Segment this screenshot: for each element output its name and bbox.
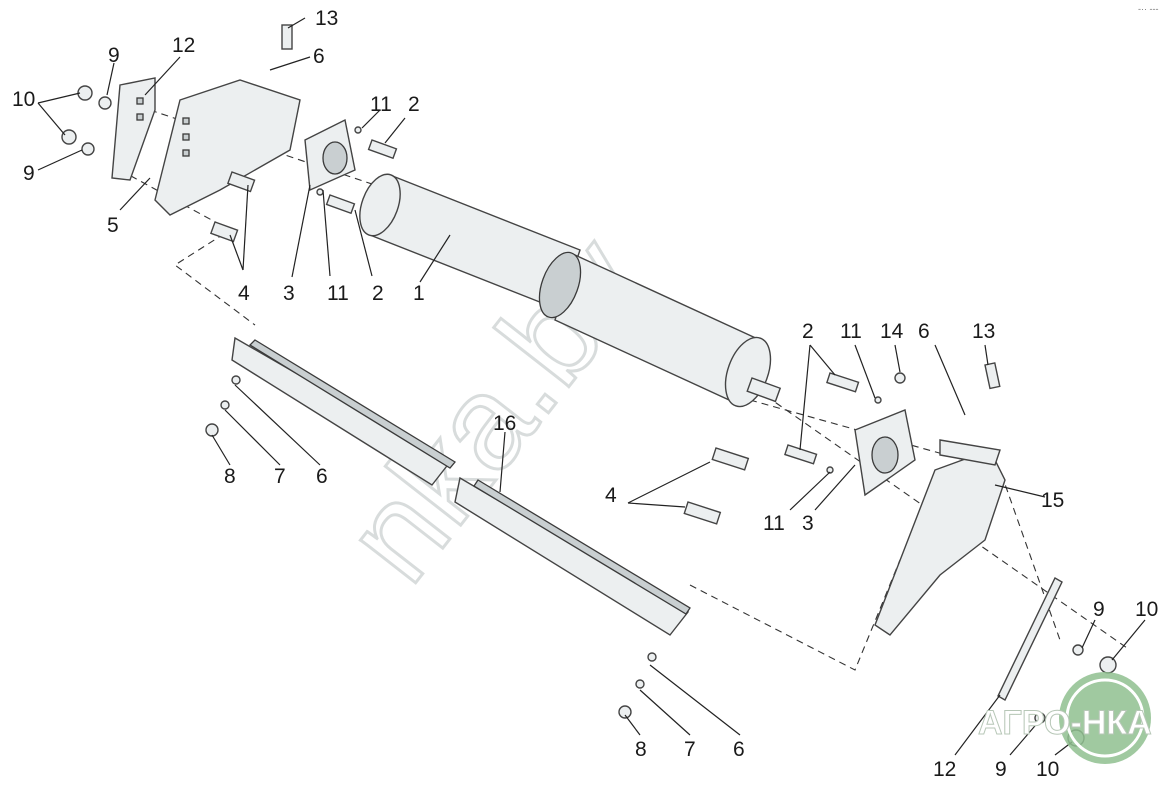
callout-16: 16 — [493, 412, 516, 435]
angle-beam-upper — [231, 336, 456, 486]
callout-13: 13 — [972, 320, 995, 343]
callout-1: 1 — [413, 282, 425, 305]
callout-12: 12 — [933, 758, 956, 781]
left-bearing-housing — [304, 118, 356, 192]
axis-line-right — [689, 559, 901, 671]
right-bearing-housing — [854, 409, 916, 497]
callout-5: 5 — [107, 214, 119, 237]
roller-drum — [359, 173, 782, 408]
callout-12: 12 — [172, 34, 195, 57]
callout-8: 8 — [224, 465, 236, 488]
callout-11: 11 — [840, 320, 862, 343]
callout-11: 11 — [327, 282, 349, 305]
callout-9: 9 — [1093, 598, 1105, 621]
callout-7: 7 — [684, 738, 696, 761]
callout-9: 9 — [108, 44, 120, 67]
callout-13: 13 — [315, 7, 338, 30]
leader-lines — [37, 17, 1146, 756]
callout-labels: 1 2 2 2 3 3 4 4 5 6 6 6 6 7 7 8 8 9 9 9 … — [12, 7, 1158, 781]
callout-2: 2 — [408, 93, 420, 116]
callout-2: 2 — [802, 320, 814, 343]
angle-beam-lower — [454, 476, 691, 636]
callout-7: 7 — [274, 465, 286, 488]
callout-10: 10 — [1036, 758, 1059, 781]
right-strip-plate — [997, 577, 1063, 701]
callout-3: 3 — [283, 282, 295, 305]
callout-6: 6 — [316, 465, 328, 488]
corner-mark: -·· --- — [1138, 4, 1158, 14]
callout-11: 11 — [370, 93, 392, 116]
agro-nka-logo: АГРО-НКА — [978, 672, 1152, 764]
callout-10: 10 — [12, 88, 35, 111]
callout-14: 14 — [880, 320, 904, 343]
callout-3: 3 — [802, 512, 814, 535]
callout-6: 6 — [313, 45, 325, 68]
logo-text: АГРО-НКА — [978, 704, 1152, 742]
callout-9: 9 — [995, 758, 1007, 781]
callout-6: 6 — [918, 320, 930, 343]
callout-4: 4 — [238, 282, 250, 305]
callout-11: 11 — [763, 512, 785, 535]
left-bracket-plate — [111, 77, 301, 216]
callout-8: 8 — [635, 738, 647, 761]
callout-6: 6 — [733, 738, 745, 761]
axis-line-shaft — [749, 399, 1061, 641]
right-bracket-plate — [874, 439, 1006, 636]
callout-15: 15 — [1041, 489, 1064, 512]
callout-9: 9 — [23, 162, 35, 185]
callout-2: 2 — [372, 282, 384, 305]
callout-4: 4 — [605, 484, 617, 507]
callout-10: 10 — [1135, 598, 1158, 621]
